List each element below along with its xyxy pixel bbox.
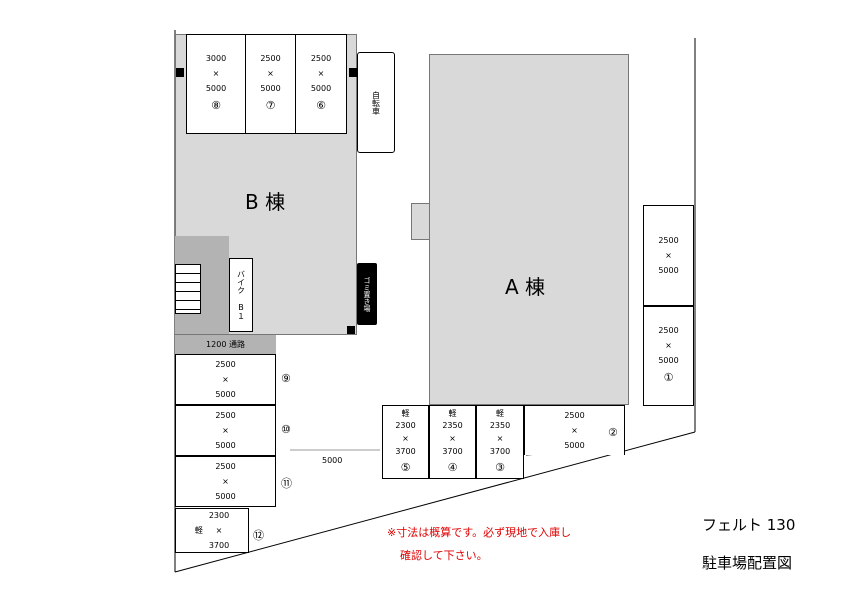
building-a-annex — [411, 203, 430, 240]
parking-space-2: 2500×5000 — [524, 405, 625, 455]
parking-space-10: 2500×5000 — [175, 405, 276, 456]
parking-space-9: 2500×5000 — [175, 354, 276, 405]
road-width-label: 5000 — [322, 456, 343, 465]
parking-space-11: 2500×5000 — [175, 456, 276, 507]
space-number-12: ⑫ — [253, 529, 264, 542]
space-number-9: ⑨ — [281, 372, 291, 385]
notice-line-2: 確認して下さい。 — [400, 549, 488, 562]
parking-space-upper-right: 2500×5000 — [643, 205, 694, 306]
passage: 1200 通路 — [175, 335, 276, 354]
bike-parking-b1: バイク B１ — [229, 258, 253, 332]
space-number-11: ⑪ — [281, 477, 292, 490]
building-a — [429, 54, 629, 405]
property-name: フェルト 130 — [702, 516, 796, 534]
pillar — [349, 68, 357, 77]
garbage-area: ゴミ置き場 — [357, 263, 377, 325]
pillar — [347, 326, 355, 334]
notice-line-1: ※寸法は概算です。必ず現地で入庫し — [387, 526, 572, 539]
stairs — [175, 264, 201, 314]
building-b-label: B 棟 — [245, 190, 286, 214]
parking-space-12: 軽 2300×3700 — [175, 508, 249, 553]
space-number-2: ② — [608, 426, 618, 439]
map-subtitle: 駐車場配置図 — [702, 554, 793, 572]
pillar — [176, 68, 184, 77]
building-a-label: A 棟 — [505, 275, 546, 299]
space-number-10: ⑩ — [281, 423, 291, 436]
bicycle-parking: 自転車 — [357, 52, 395, 153]
